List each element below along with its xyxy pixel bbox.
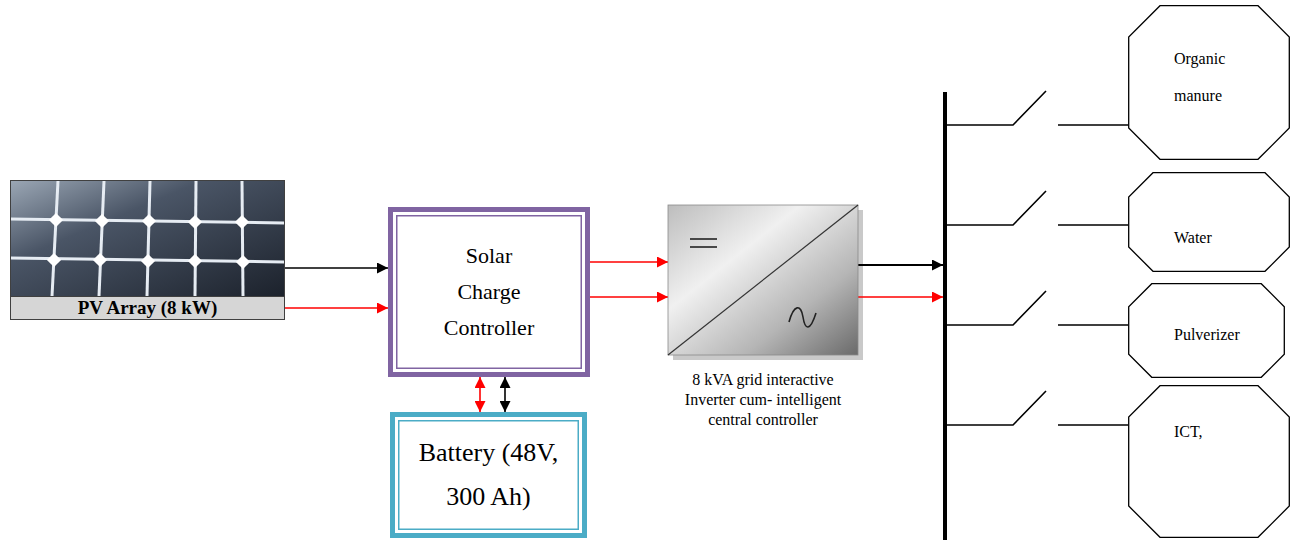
array-label: PV Array (8 kW) — [11, 296, 284, 319]
power-arrow — [479, 377, 481, 412]
battery-box: Battery (48V, 300 Ah) — [390, 412, 587, 538]
node-label: Pulverizer — [1174, 325, 1266, 345]
load-octagon: Organic manure — [1128, 5, 1290, 160]
switched-feeder — [858, 265, 1128, 425]
load-octagon: Pulverizer — [1128, 283, 1285, 378]
switched-feeder — [858, 265, 1128, 325]
load-octagon: Water — [1128, 172, 1290, 272]
node-label: Battery (48V, 300 Ah) — [403, 431, 574, 519]
node-label: Solar Charge Controller — [434, 238, 544, 346]
power-arrow — [590, 296, 668, 298]
switched-feeder — [858, 91, 1128, 265]
node-label: Water — [1174, 228, 1266, 248]
inverter-caption: 8 kVA grid interactive Inverter cum- int… — [673, 370, 853, 430]
octagon-outline — [1128, 385, 1290, 538]
power-arrow — [504, 377, 506, 412]
solar-panel-picture — [11, 181, 284, 296]
node-label: Organic manure — [1174, 40, 1266, 114]
power-arrow — [285, 307, 388, 309]
node-label: ICT, — [1174, 422, 1266, 442]
power-arrow — [590, 261, 668, 263]
pv-array-box: PV Array (8 kW) — [10, 180, 285, 320]
inverter-box: 8 kVA grid interactive Inverter cum- int… — [668, 205, 858, 355]
bus-feed-arrow — [858, 296, 943, 298]
switched-feeder — [858, 191, 1128, 265]
octagon-outline — [1128, 172, 1290, 272]
power-arrow — [285, 267, 388, 269]
inverter-symbol — [668, 205, 858, 355]
load-octagon: ICT, — [1128, 385, 1290, 538]
charge-controller-box: Solar Charge Controller — [388, 207, 590, 377]
octagon-outline — [1128, 5, 1290, 160]
